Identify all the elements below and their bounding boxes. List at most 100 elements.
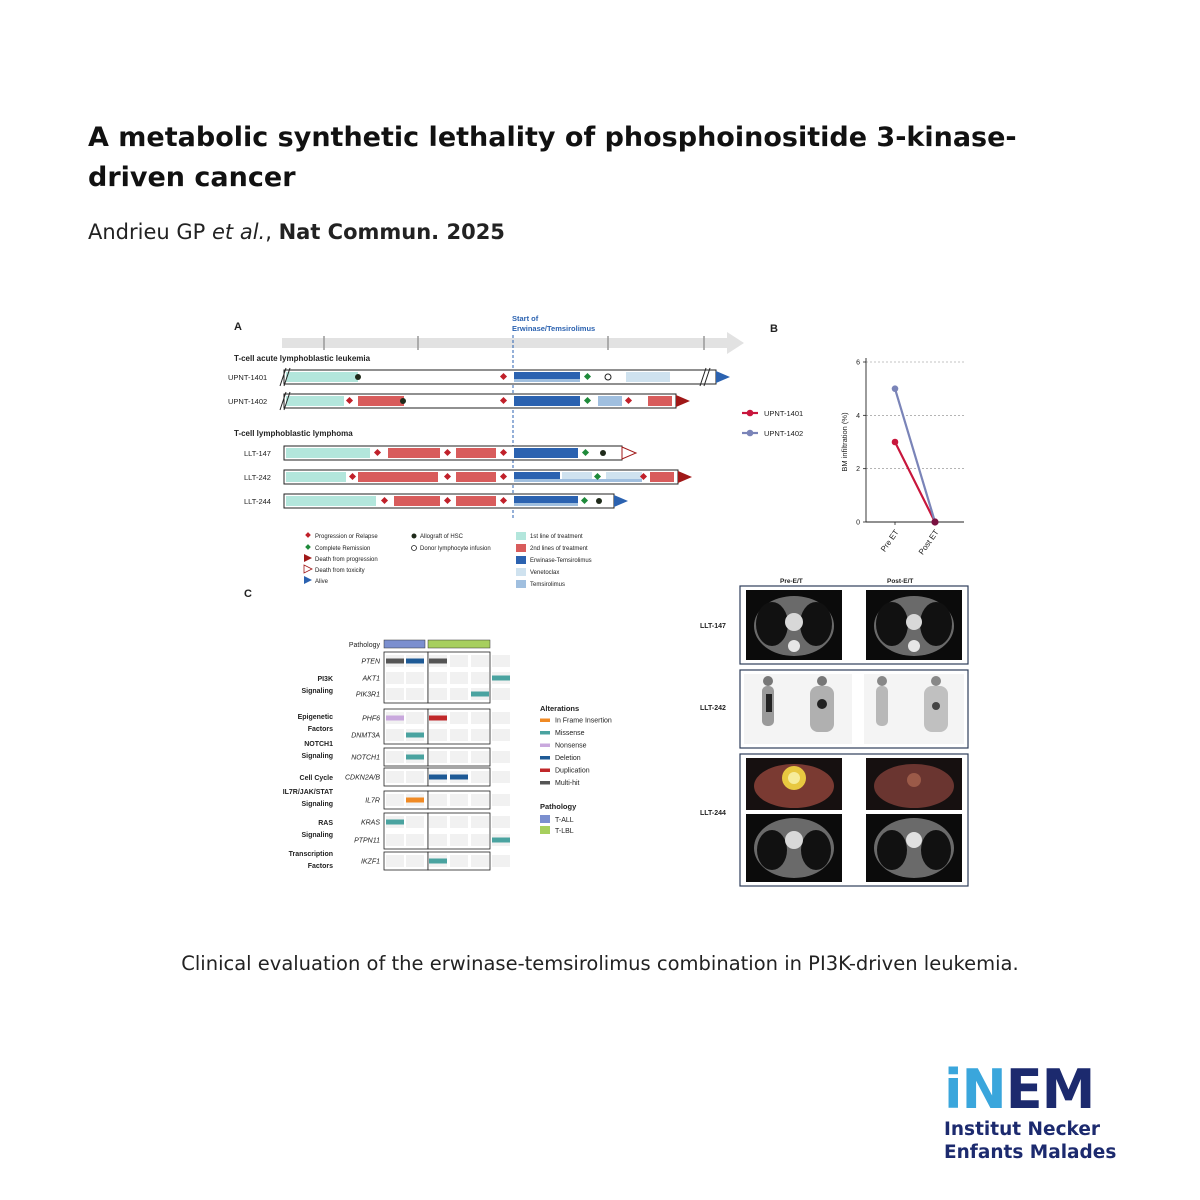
- legend-venetoclax: Venetoclax: [530, 570, 559, 576]
- swimlane-upnt1401: [279, 367, 730, 387]
- alteration-legend-label: Duplication: [555, 768, 590, 775]
- imaging-row-llt242: LLT-242: [700, 705, 726, 712]
- oncoprint-group-label: Signaling: [302, 832, 334, 839]
- chart-legend-marker: [746, 429, 754, 437]
- oncoprint-group-label: Factors: [308, 726, 333, 733]
- pathology-legend-label: T-LBL: [555, 828, 574, 835]
- oncoprint-cell: [429, 834, 447, 846]
- citation-etal: et al.: [212, 220, 266, 244]
- oncoprint-cell: [492, 688, 510, 700]
- oncoprint-cell: [471, 672, 489, 684]
- pet-ct-llt244-pre: [746, 758, 842, 810]
- legend-second-line: 2nd lines of treatment: [530, 546, 588, 552]
- chart-point: [891, 385, 899, 392]
- oncoprint-cell: [386, 834, 404, 846]
- chart-ytick-label: 4: [856, 413, 860, 420]
- oncoprint-cell: [450, 794, 468, 806]
- legend-alive: Alive: [315, 579, 329, 585]
- oncoprint-alteration: [429, 715, 447, 721]
- legend-death-progression: Death from progression: [315, 557, 378, 563]
- oncoprint-group-label: Epigenetic: [298, 714, 334, 721]
- pet-scan-llt242-pre: [744, 674, 852, 744]
- oncoprint-alteration: [406, 658, 424, 664]
- oncoprint-cell: [492, 816, 510, 828]
- oncoprint-alteration: [386, 715, 404, 721]
- legend-first-line: 1st line of treatment: [530, 534, 583, 540]
- citation: Andrieu GP et al., Nat Commun. 2025: [88, 220, 505, 244]
- panel-b-label: B: [770, 323, 778, 335]
- patient-label-llt244: LLT-244: [244, 497, 271, 506]
- citation-authors: Andrieu GP: [88, 220, 212, 244]
- oncoprint-cell: [471, 834, 489, 846]
- imaging-header-post: Post-E/T: [887, 578, 913, 585]
- imaging-row-llt147: LLT-147: [700, 623, 726, 630]
- oncoprint-group-label: Signaling: [302, 753, 334, 760]
- alteration-legend-swatch: [540, 731, 550, 735]
- swimlane-upnt1402: [279, 391, 690, 411]
- oncoprint-cell: [471, 655, 489, 667]
- oncoprint-cell: [386, 688, 404, 700]
- pathology-legend-label: T-ALL: [555, 817, 574, 824]
- oncoprint-gene-label: KRAS: [361, 820, 380, 827]
- imaging-header-pre: Pre-E/T: [780, 578, 803, 585]
- oncoprint-cell: [386, 729, 404, 741]
- oncoprint-cell: [450, 751, 468, 763]
- oncoprint-cell: [471, 771, 489, 783]
- figure: A Start of Erwinase/Temsirolimus T-cell …: [222, 300, 978, 900]
- patient-label-llt242: LLT-242: [244, 473, 271, 482]
- oncoprint-cell: [429, 729, 447, 741]
- patient-label-upnt1402: UPNT-1402: [228, 397, 267, 406]
- pet-scan-llt242-post: [864, 674, 964, 744]
- oncoprint-cell: [386, 751, 404, 763]
- imaging-panel: Pre-E/T Post-E/T LLT-147 LLT-242: [700, 578, 969, 887]
- group1-label: T-cell acute lymphoblastic leukemia: [234, 354, 371, 363]
- oncoprint-group-label: Signaling: [302, 688, 334, 695]
- oncoprint-gene-label: PTPN11: [354, 838, 380, 845]
- oncoprint-cell: [406, 688, 424, 700]
- oncoprint-gene-label: NOTCH1: [351, 755, 380, 762]
- pathology-bar-tlbl: [427, 639, 491, 649]
- oncoprint-cell: [450, 688, 468, 700]
- alteration-legend-swatch: [540, 768, 550, 772]
- ct-scan-llt244-pre: [746, 814, 842, 882]
- oncoprint-cell: [406, 834, 424, 846]
- oncoprint-group-label: PI3K: [317, 676, 333, 683]
- oncoprint-cell: [450, 712, 468, 724]
- oncoprint-gene-label: PTEN: [361, 659, 381, 666]
- oncoprint-cell: [492, 655, 510, 667]
- oncoprint-alteration: [471, 691, 489, 697]
- swimlane-llt147: [283, 445, 638, 461]
- oncoprint-cell: [492, 712, 510, 724]
- oncoprint-gene-label: IKZF1: [361, 859, 380, 866]
- oncoprint-cell: [406, 771, 424, 783]
- chart-series-line: [893, 388, 937, 523]
- oncoprint-alteration: [429, 658, 447, 664]
- oncoprint-alteration: [492, 675, 510, 681]
- oncoprint-cell: [450, 655, 468, 667]
- oncoprint-alteration: [386, 819, 404, 825]
- oncoprint-cell: [406, 672, 424, 684]
- oncoprint-cell: [386, 855, 404, 867]
- legend-remission: Complete Remission: [315, 546, 370, 552]
- chart-legend-label: UPNT-1402: [764, 429, 803, 438]
- oncoprint-cell: [471, 855, 489, 867]
- legend-dli: Donor lymphocyte infusion: [420, 546, 491, 552]
- pet-ct-llt244-post: [866, 758, 962, 810]
- chart-legend-label: UPNT-1401: [764, 409, 803, 418]
- oncoprint-cell: [406, 855, 424, 867]
- oncoprint-cell: [471, 729, 489, 741]
- legend-erwinase: Erwinase-Temsirolimus: [530, 558, 592, 564]
- oncoprint-cell: [450, 855, 468, 867]
- oncoprint-alteration: [429, 858, 447, 864]
- oncoprint-cell: [471, 816, 489, 828]
- timeline-arrow: [282, 332, 744, 354]
- oncoprint-gene-label: PHF6: [362, 716, 380, 723]
- ct-scan-llt147-post: [866, 590, 962, 660]
- pathology-legend-swatch: [540, 815, 550, 823]
- oncoprint-cell: [429, 688, 447, 700]
- oncoprint-group-label: Signaling: [302, 801, 334, 808]
- paper-title: A metabolic synthetic lethality of phosp…: [88, 122, 1017, 193]
- pathology-bar-tall: [383, 639, 426, 649]
